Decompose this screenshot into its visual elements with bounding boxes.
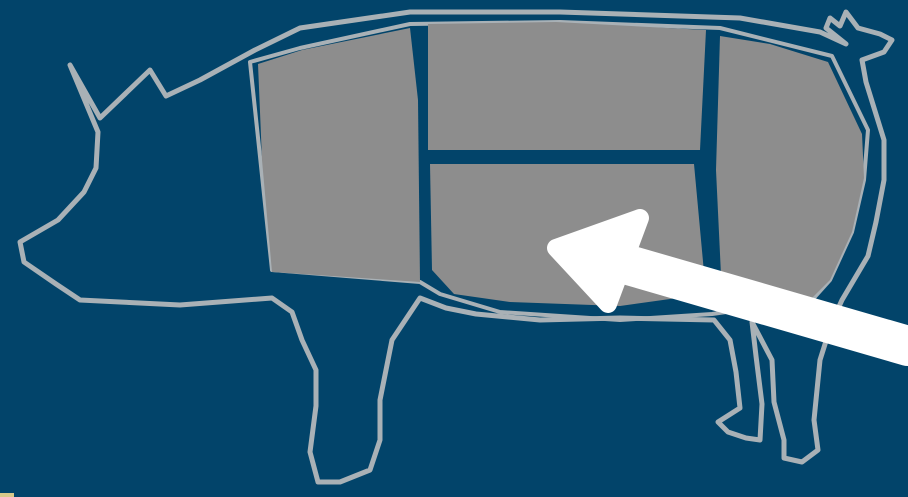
cut-loin [428,22,706,150]
corner-mark [0,493,14,497]
cut-shoulder [258,28,420,282]
